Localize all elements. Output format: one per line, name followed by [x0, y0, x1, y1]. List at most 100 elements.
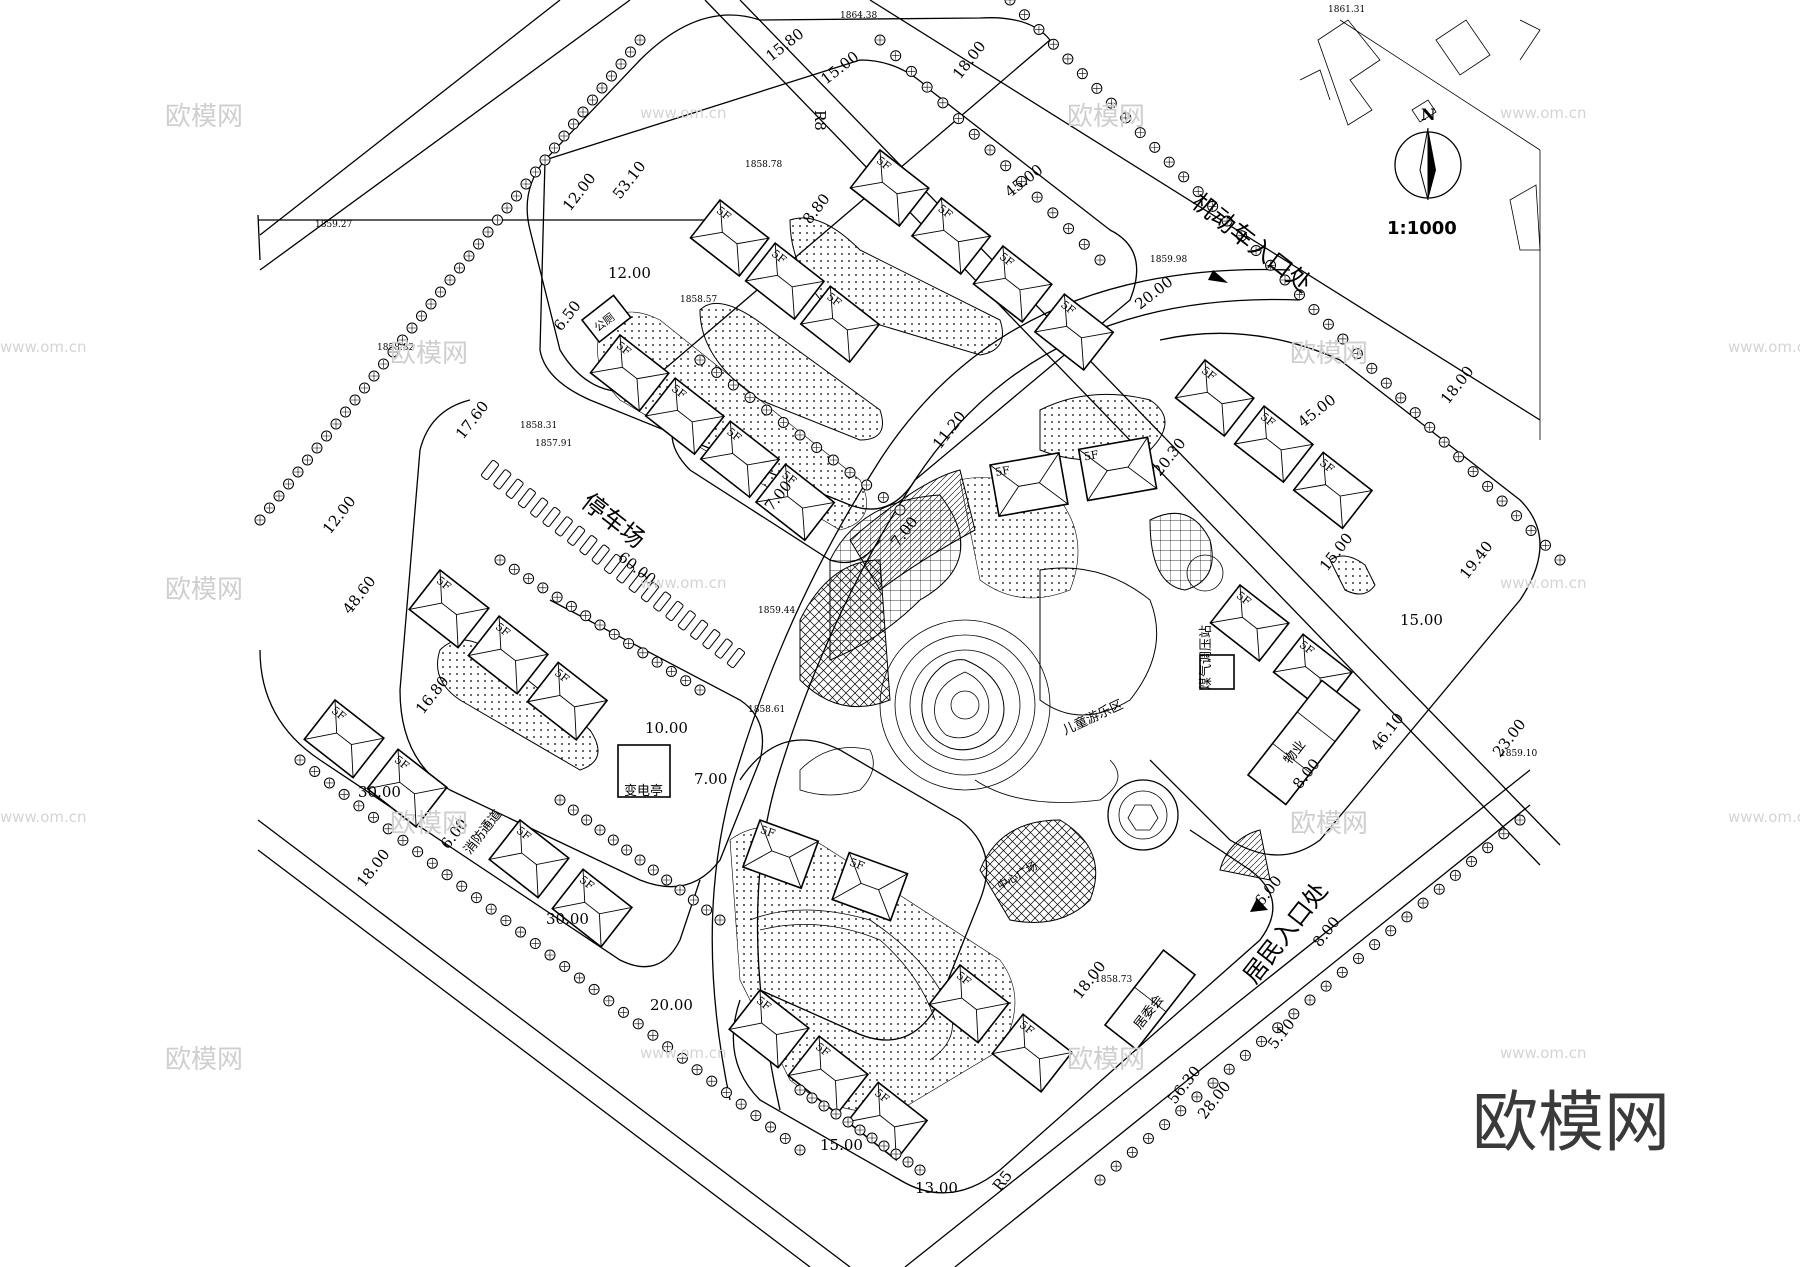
parking-stall — [653, 591, 672, 612]
watermark-url: www.om.cn — [1728, 808, 1800, 826]
dimension-label: 11.20 — [929, 408, 970, 453]
watermark: 欧模网 — [165, 575, 243, 605]
watermark-url: www.om.cn — [1500, 104, 1587, 122]
residential-building: 5F — [644, 376, 726, 456]
resident-entrance-arrow — [1250, 898, 1268, 912]
residential-building: 5F — [799, 285, 881, 364]
dimension-label: 18.00 — [1437, 363, 1478, 408]
outer-roads — [257, 0, 1561, 1267]
parking-stall — [505, 478, 524, 499]
parking-stall — [690, 619, 709, 640]
parking-stall — [616, 563, 635, 584]
utility-buildings — [580, 294, 1361, 1051]
watermark: 欧模网 — [165, 102, 243, 132]
residential-building: 5F — [754, 463, 836, 542]
dimension-label: 7.00 — [694, 770, 727, 788]
watermark-url: www.om.cn — [0, 338, 87, 356]
parking-stall — [591, 544, 610, 565]
dimension-label: 13.00 — [915, 1179, 958, 1197]
parking-stall — [628, 572, 647, 593]
residential-building: 5F — [910, 196, 992, 276]
street-trees — [254, 0, 1566, 1186]
elevation: 1858.31 — [520, 421, 557, 431]
transformer-label: 变电亭 — [624, 783, 663, 799]
residential-building: 5F — [787, 1035, 870, 1115]
watermark-url: www.om.cn — [1500, 574, 1587, 592]
dimension-label: 53.10 — [609, 158, 650, 203]
residential-building: 5F — [1077, 436, 1158, 502]
dimension-label: 30.00 — [546, 910, 589, 928]
central-plaza — [799, 469, 1271, 923]
elevation: 1858.82 — [377, 343, 414, 353]
residential-building: 5F — [366, 748, 449, 828]
parking-stall — [603, 553, 623, 575]
parking-stall — [702, 629, 721, 650]
dimension-label: 12.00 — [608, 264, 651, 282]
residential-building: 5F — [991, 1013, 1074, 1093]
parking-stall — [640, 582, 659, 603]
radius-label: R5 — [989, 1167, 1016, 1195]
watermark-url: www.om.cn — [640, 574, 727, 592]
dimension-label: 12.00 — [559, 170, 600, 215]
elevation: 1859.44 — [758, 606, 795, 616]
dimension-label: 45.00 — [1294, 391, 1339, 432]
elevation: 1858.57 — [680, 295, 717, 305]
floor-count-label: 5F — [1083, 448, 1100, 463]
elevation: 1859.10 — [1500, 749, 1537, 759]
brand-watermark-large: 欧模网 — [1472, 1084, 1670, 1161]
residential-building: 5F — [831, 851, 909, 922]
dimension-label: 48.60 — [339, 573, 380, 618]
parking-stall — [480, 459, 500, 481]
residential-building: 5F — [408, 568, 490, 649]
residential-building: 5F — [989, 451, 1069, 518]
dimension-label: 46.10 — [1367, 710, 1408, 755]
dimension-label: 5.10 — [1264, 1015, 1299, 1052]
radius-label: R8 — [811, 110, 829, 131]
residential-building: 5F — [741, 818, 820, 890]
playground-label: 儿童游乐区 — [1060, 697, 1126, 739]
dimension-label: 18.00 — [949, 38, 990, 83]
residential-building: 5F — [928, 963, 1010, 1044]
vehicle-entrance-label: 机动车入口处 — [1186, 188, 1317, 299]
dimension-label: 30.00 — [358, 783, 401, 801]
watermark-url: www.om.cn — [640, 104, 727, 122]
parking-stall — [726, 647, 746, 669]
vehicle-entrance-arrow — [1208, 270, 1228, 283]
dimension-label: 12.00 — [319, 493, 360, 538]
toilet-building — [580, 294, 632, 344]
dimension-label: 10.00 — [645, 719, 688, 737]
parking-stall — [554, 516, 573, 537]
watermark-url: www.om.cn — [0, 808, 87, 826]
residential-building: 5F — [488, 818, 570, 899]
parking-stall — [677, 610, 696, 631]
watermark: 欧模网 — [390, 809, 468, 839]
parking-stall — [665, 600, 684, 622]
parking-lot — [480, 459, 746, 669]
parking-stall — [542, 506, 561, 528]
parking-stall — [579, 535, 598, 556]
elevation: 1859.27 — [315, 220, 352, 230]
residential-building: 5F — [1033, 292, 1115, 372]
dimension-label: 20.00 — [650, 996, 693, 1014]
floor-count-label: 5F — [759, 823, 778, 840]
scale-label: 1:1000 — [1387, 218, 1457, 239]
watermark: 欧模网 — [1290, 339, 1368, 369]
watermarks: 欧模网 欧模网 欧模网 欧模网 欧模网 欧模网 欧模网 欧模网 欧模网 www.… — [0, 102, 1800, 1161]
elevation: 1858.61 — [748, 705, 785, 715]
residential-building: 5F — [1209, 583, 1290, 663]
transformer-building — [617, 744, 671, 798]
parking-stall — [530, 497, 549, 518]
watermark: 欧模网 — [1067, 1045, 1145, 1075]
residential-building: 5F — [589, 333, 670, 413]
parking-stall — [567, 525, 586, 546]
residential-building: 5F — [526, 661, 609, 742]
residential-building: 5F — [972, 244, 1053, 324]
elevation: 1859.98 — [1150, 255, 1187, 265]
watermark-url: www.om.cn — [1500, 1044, 1587, 1062]
watermark-url: www.om.cn — [640, 1044, 727, 1062]
committee-building — [1103, 949, 1197, 1051]
elevation: 1858.73 — [1095, 975, 1132, 985]
green-areas — [437, 217, 1376, 1113]
residential-building: 5F — [849, 148, 930, 228]
